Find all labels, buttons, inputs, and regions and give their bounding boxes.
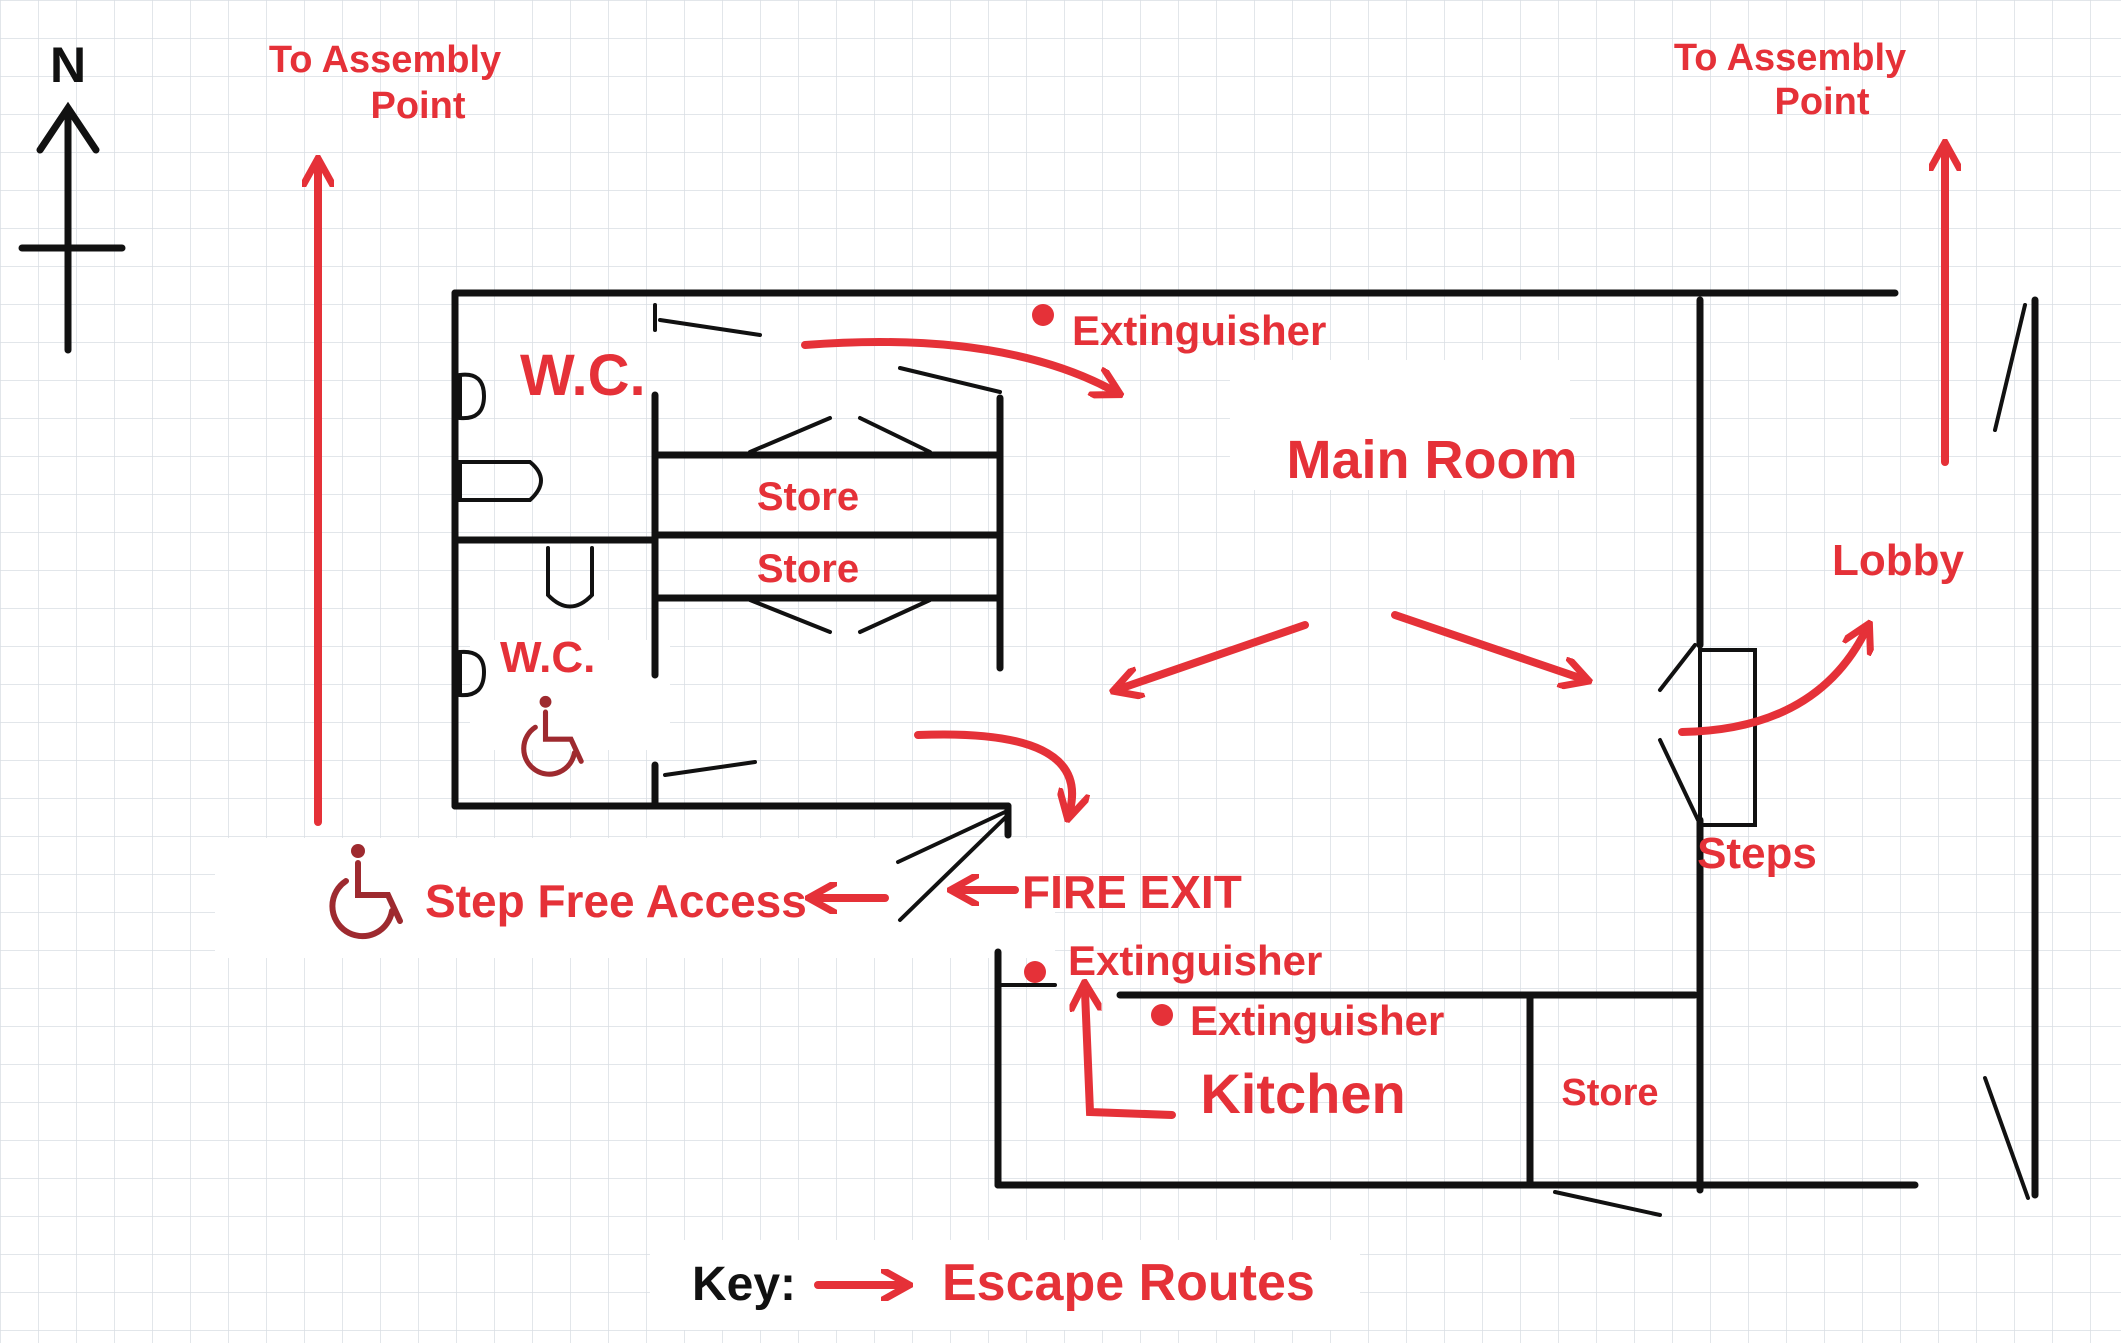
kitchen-label: Kitchen <box>1200 1062 1405 1125</box>
building-walls <box>451 289 2039 1199</box>
extinguisher-label-kitchen: Extinguisher <box>1190 997 1444 1044</box>
extinguisher-label-kitchen-left: Extinguisher <box>1068 937 1322 984</box>
fire-extinguisher-icon <box>1151 1004 1173 1026</box>
north-arrow-icon <box>18 101 126 354</box>
door-swings <box>653 303 2030 1217</box>
assembly-point-label-left: To Assembly <box>269 39 501 81</box>
step-free-access-label: Step Free Access <box>425 875 807 927</box>
wheelchair-icon <box>521 695 584 777</box>
steps-outline <box>1698 648 1757 827</box>
store-label-kitchen: Store <box>1561 1072 1658 1114</box>
store-label-top: Store <box>757 475 859 519</box>
wc-label-top: W.C. <box>520 343 646 408</box>
key-title: Key: <box>692 1258 796 1311</box>
key-escape-routes: Escape Routes <box>942 1254 1315 1312</box>
assembly-point-label-right: To Assembly <box>1674 37 1906 79</box>
toilet-icon <box>458 546 594 698</box>
fire-exit-label: FIRE EXIT <box>1022 866 1242 918</box>
extinguisher-label-top: Extinguisher <box>1072 307 1326 354</box>
main-room-label: Main Room <box>1287 430 1578 490</box>
assembly-point-label-right: Point <box>1775 81 1870 123</box>
label-backdrop <box>470 640 670 750</box>
north-label: N <box>50 37 86 93</box>
fire-extinguisher-icon <box>1024 961 1046 983</box>
wheelchair-icon <box>329 844 403 940</box>
steps-label: Steps <box>1697 829 1817 878</box>
label-backdrop <box>1230 360 1570 490</box>
store-label-bottom: Store <box>757 547 859 591</box>
toilet-icon <box>458 372 543 502</box>
label-backdrop <box>650 1240 1360 1330</box>
assembly-point-label-left: Point <box>371 85 466 127</box>
fire-extinguisher-icon <box>1032 304 1054 326</box>
wc-label-bottom: W.C. <box>500 633 595 682</box>
lobby-label: Lobby <box>1832 536 1965 585</box>
escape-routes <box>318 152 1945 1285</box>
